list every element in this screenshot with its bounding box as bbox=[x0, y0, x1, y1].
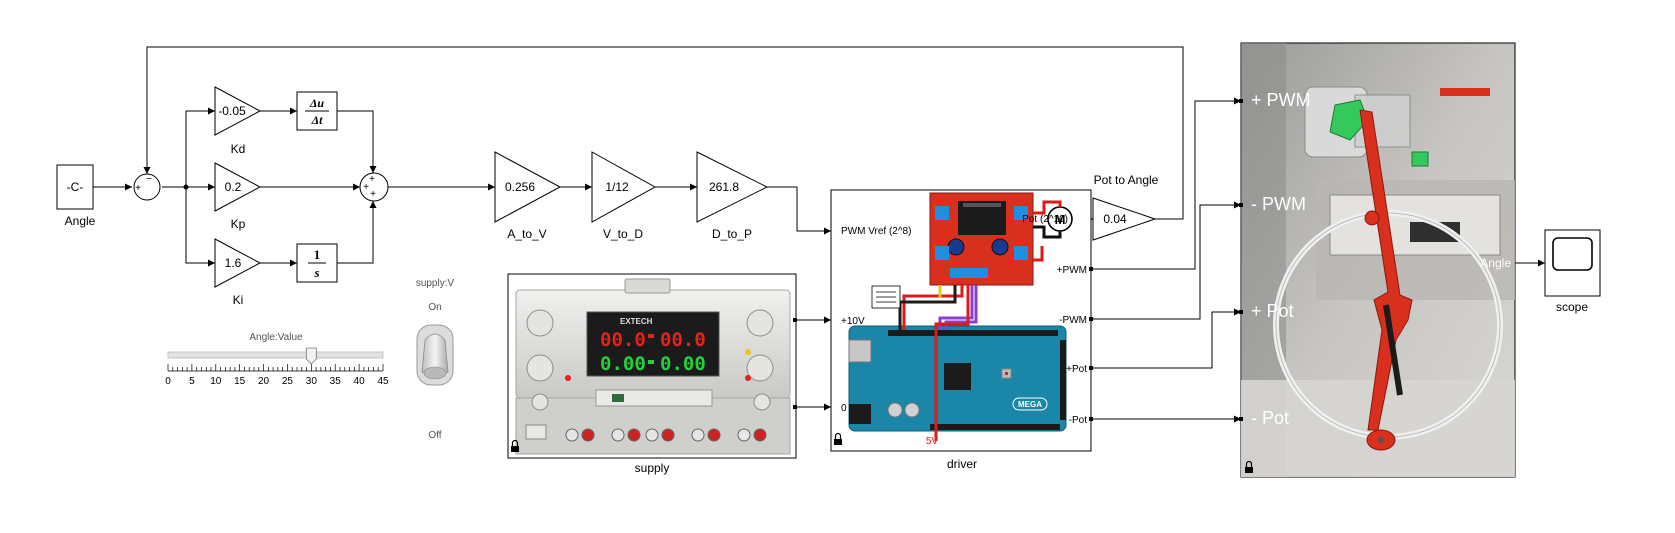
driver-port-pot: Pot (2^10) bbox=[1022, 214, 1068, 225]
plant-port-minus-pwm: - PWM bbox=[1251, 194, 1306, 214]
svg-text:0.00: 0.00 bbox=[660, 353, 706, 375]
supply-label: supply bbox=[635, 461, 670, 475]
d-to-p-label: D_to_P bbox=[712, 227, 752, 241]
angle-slider-track[interactable] bbox=[168, 352, 383, 358]
svg-text:+: + bbox=[369, 174, 375, 185]
driver-port-pwm-vref: PWM Vref (2^8) bbox=[841, 226, 911, 237]
pendulum-plant-block[interactable]: + PWM - PWM + Pot - Pot Angle bbox=[1239, 43, 1515, 477]
supply-brand: EXTECH bbox=[620, 317, 653, 326]
driver-label: driver bbox=[947, 457, 977, 471]
v-to-d-gain-block[interactable]: 1/12 bbox=[592, 152, 655, 222]
driver-5v-text: 5V bbox=[926, 436, 939, 447]
driver-port-plus-pwm: +PWM bbox=[1057, 265, 1087, 276]
svg-text:+: + bbox=[370, 189, 376, 200]
derivative-numerator: Δu bbox=[309, 96, 325, 110]
kp-value: 0.2 bbox=[225, 180, 242, 194]
a-to-v-label: A_to_V bbox=[507, 227, 546, 241]
kp-label: Kp bbox=[231, 217, 246, 231]
v-to-d-label: V_to_D bbox=[603, 227, 643, 241]
d-to-p-gain-block[interactable]: 261.8 bbox=[697, 152, 767, 222]
slider-tick-label: 25 bbox=[282, 376, 294, 387]
pot-to-angle-gain-block[interactable]: 0.04 bbox=[1093, 198, 1155, 240]
derivative-denominator: Δt bbox=[311, 113, 324, 127]
driver-port-minus-pot: -Pot bbox=[1069, 415, 1088, 426]
switch-on-label: On bbox=[428, 302, 441, 313]
supply-block[interactable]: EXTECH 00.0 00.0 0.00 0.00 bbox=[508, 274, 797, 458]
slider-tick-label: 20 bbox=[258, 376, 270, 387]
plant-port-plus-pwm: + PWM bbox=[1251, 90, 1311, 110]
slider-tick-label: 15 bbox=[234, 376, 246, 387]
driver-port-plus-pot: +Pot bbox=[1066, 364, 1087, 375]
driver-port-minus-pwm: -PWM bbox=[1059, 315, 1087, 326]
angle-slider-ticks bbox=[168, 364, 383, 371]
angle-slider-label: Angle:Value bbox=[249, 332, 303, 343]
integrator-block[interactable]: 1 s bbox=[297, 244, 337, 282]
plant-port-plus-pot: + Pot bbox=[1251, 301, 1294, 321]
kd-value: -0.05 bbox=[218, 104, 246, 118]
slider-tick-label: 40 bbox=[354, 376, 366, 387]
ki-gain-block[interactable]: 1.6 bbox=[215, 239, 260, 287]
slider-tick-label: 35 bbox=[330, 376, 342, 387]
d-to-p-value: 261.8 bbox=[709, 180, 739, 194]
kd-label: Kd bbox=[231, 142, 246, 156]
plant-port-minus-pot: - Pot bbox=[1251, 408, 1289, 428]
driver-port-zero: 0 bbox=[841, 403, 847, 414]
a-to-v-value: 0.256 bbox=[505, 180, 535, 194]
supply-switch-label: supply:V bbox=[416, 278, 455, 289]
angle-slider-thumb[interactable] bbox=[306, 348, 316, 364]
slider-tick-label: 0 bbox=[165, 376, 171, 387]
driver-board-text: MEGA bbox=[1018, 400, 1042, 409]
ki-value: 1.6 bbox=[225, 256, 242, 270]
angle-slider[interactable]: Angle:Value 0 5 10 15 20 25 30 35 40 45 bbox=[165, 332, 389, 387]
pot-to-angle-value: 0.04 bbox=[1103, 212, 1127, 226]
scope-block[interactable] bbox=[1545, 230, 1600, 296]
kp-gain-block[interactable]: 0.2 bbox=[215, 163, 260, 211]
kd-gain-block[interactable]: -0.05 bbox=[215, 87, 260, 135]
scope-label: scope bbox=[1556, 300, 1588, 314]
sum-plus-sign: + bbox=[135, 183, 141, 194]
scope-screen-icon bbox=[1553, 238, 1592, 270]
driver-port-plus10v: +10V bbox=[841, 316, 865, 327]
angle-constant-value: -C- bbox=[67, 180, 84, 194]
pot-to-angle-label: Pot to Angle bbox=[1094, 173, 1159, 187]
sum-minus-sign: − bbox=[146, 174, 152, 185]
v-to-d-value: 1/12 bbox=[605, 180, 629, 194]
driver-block[interactable]: M MEGA 5V PWM Vref (2^ bbox=[831, 190, 1093, 451]
error-sum-block[interactable]: + − bbox=[134, 174, 160, 200]
a-to-v-gain-block[interactable]: 0.256 bbox=[495, 152, 560, 222]
slider-tick-label: 5 bbox=[189, 376, 195, 387]
slider-tick-label: 10 bbox=[210, 376, 222, 387]
integrator-denominator: s bbox=[313, 265, 319, 280]
angle-slider-tick-labels: 0 5 10 15 20 25 30 35 40 45 bbox=[165, 376, 389, 387]
angle-constant-label: Angle bbox=[65, 214, 96, 228]
svg-text:00.0: 00.0 bbox=[600, 329, 646, 351]
svg-text:+: + bbox=[363, 182, 369, 193]
ki-label: Ki bbox=[233, 293, 244, 307]
slider-tick-label: 30 bbox=[306, 376, 318, 387]
angle-constant-block[interactable]: -C- bbox=[57, 165, 93, 209]
slider-tick-label: 45 bbox=[377, 376, 389, 387]
integrator-numerator: 1 bbox=[314, 247, 321, 262]
switch-off-label: Off bbox=[428, 430, 441, 441]
supply-switch[interactable]: supply:V On Off bbox=[416, 278, 455, 441]
pid-sum-block[interactable]: + + + bbox=[360, 173, 388, 201]
plant-port-angle: Angle bbox=[1480, 256, 1511, 270]
derivative-block[interactable]: Δu Δt bbox=[297, 92, 337, 130]
svg-text:00.0: 00.0 bbox=[660, 329, 706, 351]
svg-text:0.00: 0.00 bbox=[600, 353, 646, 375]
